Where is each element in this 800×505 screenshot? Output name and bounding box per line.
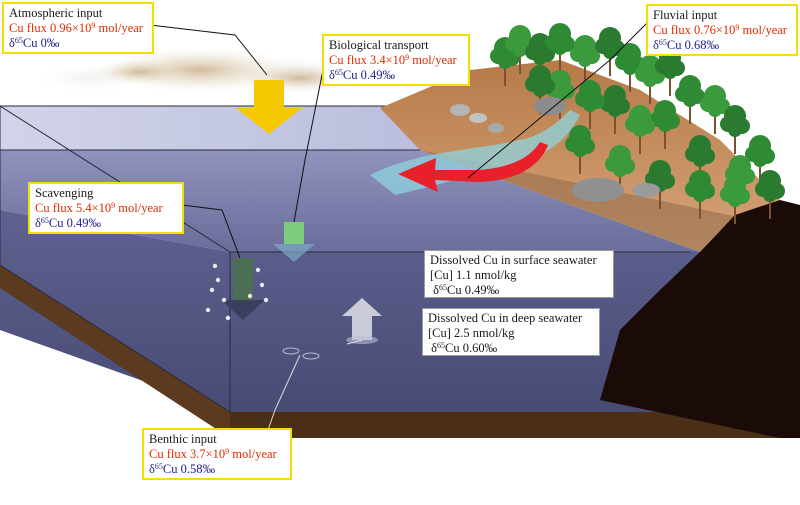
particle-dot bbox=[255, 267, 261, 273]
particle-dot bbox=[215, 277, 221, 283]
particle-dot bbox=[212, 263, 218, 269]
deep-isotope: δ65Cu 0.60‰ bbox=[431, 341, 498, 355]
tree-icon bbox=[595, 27, 625, 76]
particle-dot bbox=[209, 287, 215, 293]
atmospheric-input-arrow bbox=[236, 80, 302, 134]
tree-icon bbox=[525, 33, 555, 82]
particle-dot bbox=[221, 297, 227, 303]
tree-icon bbox=[625, 105, 655, 154]
label-surface-seawater: Dissolved Cu in surface seawater [Cu] 1.… bbox=[424, 250, 614, 298]
fluvial-flux: Cu flux 0.76×109 mol/year bbox=[653, 23, 787, 37]
tree-icon bbox=[525, 65, 555, 114]
tree-icon bbox=[720, 105, 750, 154]
surface-title: Dissolved Cu in surface seawater bbox=[430, 253, 597, 267]
tree-icon bbox=[575, 80, 605, 129]
leader-lines bbox=[149, 21, 649, 431]
particle-dot bbox=[225, 315, 231, 321]
fluvial-input-arrow bbox=[398, 142, 548, 192]
tree-icon bbox=[565, 125, 595, 174]
tree-icon bbox=[570, 35, 600, 84]
continental-cliff bbox=[600, 200, 800, 438]
tree-icon bbox=[720, 175, 750, 224]
seafloor-front bbox=[230, 412, 780, 438]
label-deep-seawater: Dissolved Cu in deep seawater [Cu] 2.5 n… bbox=[422, 308, 600, 356]
particle-dot bbox=[247, 293, 253, 299]
particle-dot bbox=[259, 282, 265, 288]
biological-isotope: δ65Cu 0.49‰ bbox=[329, 68, 395, 82]
tree-icon bbox=[675, 75, 705, 124]
tree-icon bbox=[685, 170, 715, 219]
benthic-flux: Cu flux 3.7×109 mol/year bbox=[149, 447, 277, 461]
label-biological-transport: Biological transport Cu flux 3.4×109 mol… bbox=[322, 34, 470, 86]
plankton-particle-icon bbox=[273, 222, 315, 262]
surface-isotope: δ65Cu 0.49‰ bbox=[433, 283, 500, 297]
label-benthic-input: Benthic input Cu flux 3.7×109 mol/year δ… bbox=[142, 428, 292, 480]
tree-icon bbox=[745, 135, 775, 184]
label-atmospheric-input: Atmospheric input Cu flux 0.96×109 mol/y… bbox=[2, 2, 154, 54]
fluvial-isotope: δ65Cu 0.68‰ bbox=[653, 38, 719, 52]
label-scavenging: Scavenging Cu flux 5.4×109 mol/year δ65C… bbox=[28, 182, 184, 234]
forest bbox=[490, 23, 785, 224]
scavenging-isotope: δ65Cu 0.49‰ bbox=[35, 216, 101, 230]
benthic-isotope: δ65Cu 0.58‰ bbox=[149, 462, 215, 476]
scavenging-flux: Cu flux 5.4×109 mol/year bbox=[35, 201, 163, 215]
biological-title: Biological transport bbox=[329, 38, 429, 52]
fluvial-title: Fluvial input bbox=[653, 8, 718, 22]
surface-concentration: [Cu] 1.1 nmol/kg bbox=[430, 268, 517, 282]
tree-icon bbox=[755, 170, 785, 219]
atmospheric-flux: Cu flux 0.96×109 mol/year bbox=[9, 21, 143, 35]
particle-dot bbox=[205, 307, 211, 313]
particle-dot bbox=[263, 297, 269, 303]
continental-slope bbox=[420, 150, 800, 252]
atmospheric-isotope: δ65Cu 0‰ bbox=[9, 36, 60, 50]
sinking-arrow-icon bbox=[221, 258, 265, 320]
atmospheric-title: Atmospheric input bbox=[9, 6, 103, 20]
dust-cloud-icon bbox=[30, 48, 370, 94]
tree-icon bbox=[685, 135, 715, 184]
tree-icon bbox=[700, 85, 730, 134]
seafloor-slab bbox=[0, 265, 230, 438]
tree-icon bbox=[605, 145, 635, 194]
benthic-sediment-patches bbox=[282, 347, 320, 360]
tree-icon bbox=[645, 160, 675, 209]
scavenged-particles bbox=[205, 263, 269, 321]
label-fluvial-input: Fluvial input Cu flux 0.76×109 mol/year … bbox=[646, 4, 798, 56]
benthic-title: Benthic input bbox=[149, 432, 217, 446]
deep-title: Dissolved Cu in deep seawater bbox=[428, 311, 583, 325]
biological-flux: Cu flux 3.4×109 mol/year bbox=[329, 53, 457, 67]
rock-icon bbox=[450, 97, 660, 202]
scavenging-title: Scavenging bbox=[35, 186, 94, 200]
tree-icon bbox=[545, 23, 575, 72]
deep-concentration: [Cu] 2.5 nmol/kg bbox=[428, 326, 515, 340]
ocean-top-surface bbox=[0, 106, 430, 150]
